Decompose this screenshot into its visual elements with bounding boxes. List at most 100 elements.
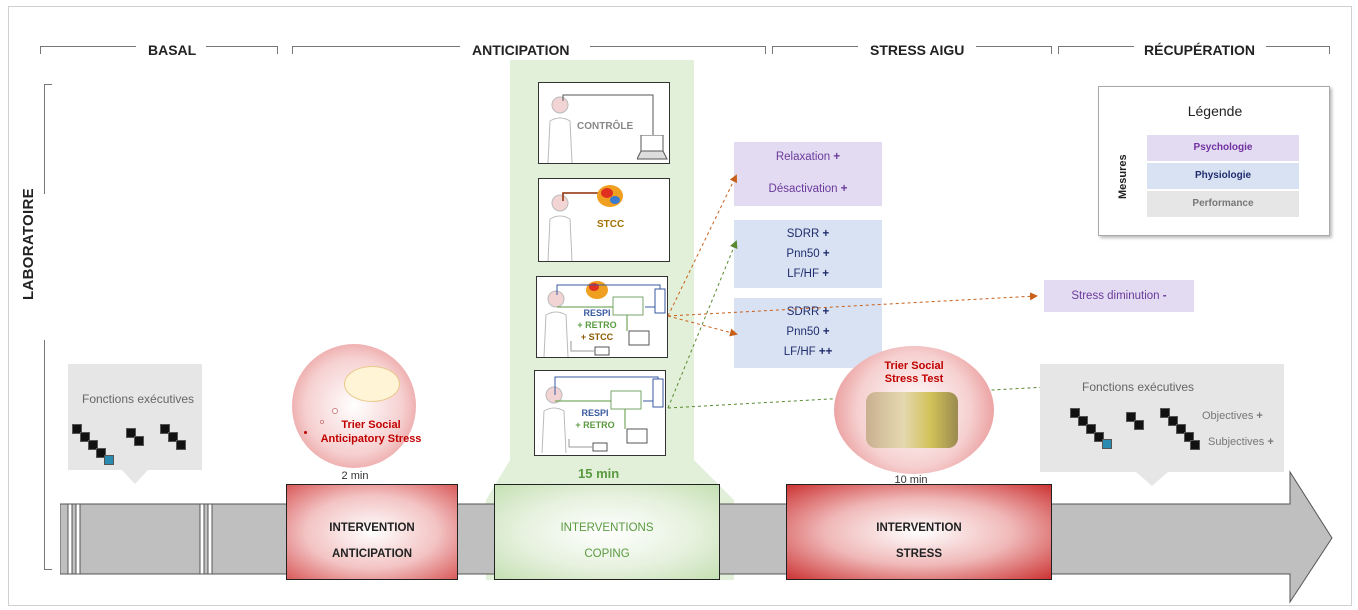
anticipation-bracket-right — [590, 46, 766, 54]
legend-psychologie: Psychologie — [1147, 135, 1299, 161]
person-silhouette-icon — [543, 290, 569, 357]
phase-basal: BASAL — [148, 42, 197, 58]
basal-bracket-left — [40, 46, 136, 54]
respi-retro-label: RESPI + RETRO — [565, 407, 625, 431]
respi-retro-stcc-label: RESPI + RETRO + STCC — [567, 307, 627, 343]
outcome-pnn50: Pnn50 + — [786, 248, 830, 260]
thought-dot — [320, 420, 324, 424]
task-icon — [1102, 439, 1112, 449]
intervention-stress-line-1: INTERVENTION — [876, 522, 962, 534]
recovery-bracket-left — [1058, 46, 1134, 54]
task-icon — [104, 455, 114, 465]
task-icon — [1078, 416, 1088, 426]
thought-dot — [304, 431, 307, 434]
task-icon — [80, 432, 90, 442]
stress-diminution-box: Stress diminution - — [1044, 280, 1194, 312]
psych-outcomes-box: Relaxation + Désactivation + — [734, 142, 882, 206]
anticipatory-line-2: Anticipatory Stress — [320, 433, 422, 445]
task-icon — [1190, 440, 1200, 450]
condition-respi-retro-panel: RESPI + RETRO — [534, 370, 666, 456]
recovery-callout-shape — [1040, 364, 1284, 486]
physio-outcomes-box-2: SDRR + Pnn50 + LF/HF ++ — [734, 298, 882, 368]
intervention-coping-line-2: COPING — [584, 548, 630, 560]
anticipation-bracket-left — [292, 46, 460, 54]
task-icon — [176, 440, 186, 450]
stcc-link-line — [562, 192, 599, 201]
condition-retro: + RETRO — [577, 320, 617, 330]
task-icon — [1176, 424, 1186, 434]
intervention-anticipation-line-1: INTERVENTION — [329, 522, 415, 534]
phase-anticipation: ANTICIPATION — [472, 42, 570, 58]
legend-panel: Légende Mesures Psychologie Physiologie … — [1098, 86, 1330, 236]
task-icon — [1086, 424, 1096, 434]
task-icon — [88, 440, 98, 450]
task-icon — [1070, 408, 1080, 418]
anticipatory-line-1: Trier Social — [341, 419, 401, 431]
phase-stress-aigu: STRESS AIGU — [870, 42, 965, 58]
intervention-stress-line-2: STRESS — [895, 548, 942, 560]
recovery-subjectives: Subjectives + — [1208, 436, 1274, 448]
stress-test-line-2: Stress Test — [884, 373, 944, 385]
intervention-coping-line-1: INTERVENTIONS — [560, 522, 654, 534]
brain-map-icon — [597, 185, 623, 207]
legend-title: Légende — [1187, 103, 1243, 119]
intervention-anticipation-line-2: ANTICIPATION — [331, 548, 413, 560]
condition-retro: + RETRO — [575, 420, 615, 430]
task-icon — [1168, 416, 1178, 426]
stress-bracket-right — [976, 46, 1052, 54]
task-icon — [134, 436, 144, 446]
recovery-bracket-right — [1266, 46, 1330, 54]
basal-title: Fonctions exécutives — [82, 392, 195, 406]
person-silhouette-icon — [547, 194, 573, 261]
condition-stcc-addon: + STCC — [580, 332, 614, 342]
task-icon — [1160, 408, 1170, 418]
intervention-anticipation-box: INTERVENTION ANTICIPATION — [286, 484, 458, 580]
task-icon — [160, 424, 170, 434]
laptop-icon — [637, 135, 668, 160]
lab-bracket-bottom — [44, 340, 52, 570]
basal-bracket-right — [206, 46, 278, 54]
task-icon — [1094, 432, 1104, 442]
lab-bracket-top — [44, 84, 52, 194]
condition-controle-panel: CONTRÔLE — [538, 82, 670, 164]
stress-bracket-left — [772, 46, 858, 54]
thought-bubble-icon — [344, 366, 400, 402]
task-icon — [96, 448, 106, 458]
task-icon — [168, 432, 178, 442]
legend-physiologie: Physiologie — [1147, 163, 1299, 189]
stress-duration: 10 min — [894, 474, 928, 486]
condition-respi: RESPI — [581, 408, 609, 418]
intervention-stress-box: INTERVENTION STRESS — [786, 484, 1052, 580]
coping-duration: 15 min — [578, 466, 620, 481]
condition-stcc-panel: STCC — [538, 178, 670, 262]
stress-test-line-1: Trier Social — [884, 360, 944, 372]
outcome-relaxation: Relaxation + — [775, 151, 841, 163]
anticipatory-stress-circle — [292, 344, 416, 468]
legend-axis-label: Mesures — [1117, 154, 1129, 199]
phase-recuperation: RÉCUPÉRATION — [1144, 42, 1255, 58]
anticipation-duration: 2 min — [341, 470, 369, 482]
condition-respi-retro-stcc-panel: RESPI + RETRO + STCC — [536, 276, 668, 358]
task-icon — [1134, 420, 1144, 430]
outcome-sdrr: SDRR + — [786, 228, 830, 240]
stress-test-label: Trier Social Stress Test — [864, 360, 964, 386]
person-silhouette-icon — [547, 96, 573, 163]
condition-controle-label: CONTRÔLE — [577, 121, 634, 132]
task-icon — [126, 428, 136, 438]
feedback-loop-lines — [554, 376, 664, 452]
feedback-loop-lines — [556, 284, 666, 356]
intervention-coping-box: INTERVENTIONS COPING — [494, 484, 720, 580]
recovery-objectives: Objectives + — [1202, 410, 1263, 422]
person-silhouette-icon — [541, 386, 567, 453]
task-icon — [1126, 412, 1136, 422]
recovery-title: Fonctions exécutives — [1082, 380, 1195, 394]
outcome-pnn50: Pnn50 + — [786, 326, 830, 338]
outcome-lfhf: LF/HF + — [787, 268, 829, 280]
anticipatory-label: Trier Social Anticipatory Stress — [316, 418, 426, 446]
physio-outcomes-box-1: SDRR + Pnn50 + LF/HF + — [734, 220, 882, 288]
task-icon — [72, 424, 82, 434]
condition-stcc-label: STCC — [597, 219, 625, 230]
legend-performance: Performance — [1147, 191, 1299, 217]
outcome-desactivation: Désactivation + — [768, 183, 848, 195]
outcome-stress-diminution: Stress diminution - — [1071, 290, 1167, 302]
